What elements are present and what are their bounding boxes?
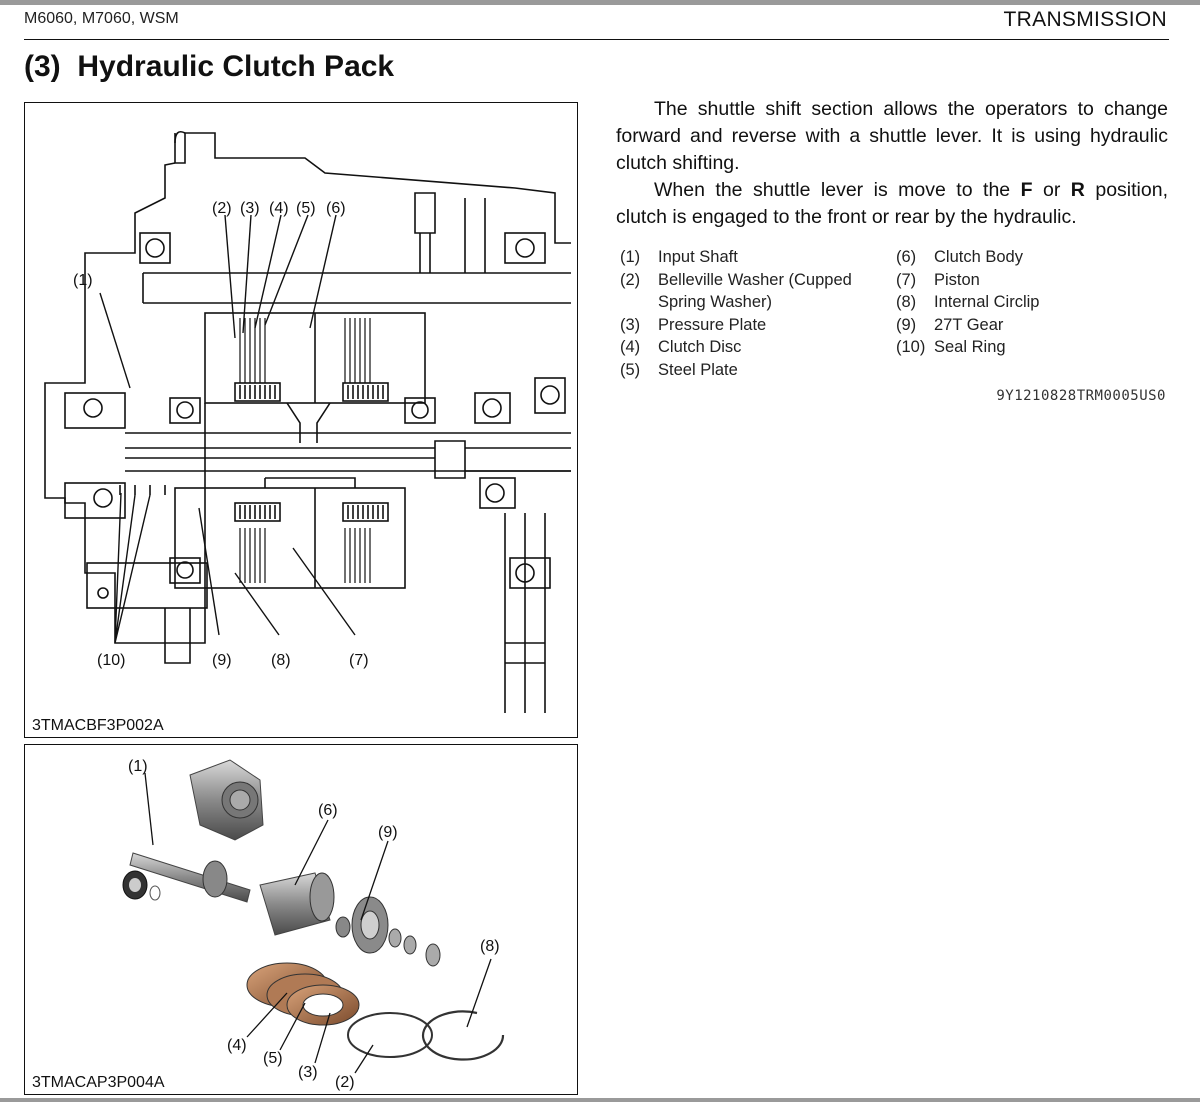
- part-number: (6): [896, 248, 917, 266]
- section-header: TRANSMISSION: [1003, 8, 1167, 31]
- fig1-callout-10: (10): [97, 652, 125, 669]
- part-item: (9) 27T Gear: [896, 314, 1166, 337]
- part-name: Input Shaft: [658, 248, 738, 266]
- fig1-callout-1: (1): [73, 272, 93, 289]
- fig2-callout-4: (4): [227, 1037, 247, 1054]
- fig1-callout-4: (4): [269, 200, 289, 217]
- part-name: Seal Ring: [934, 338, 1006, 356]
- part-item: (4) Clutch Disc: [620, 336, 885, 359]
- exploded-view-figure: (1) (6) (9) (8) (4) (5) (3) (2) 3TMACAP3…: [24, 744, 578, 1095]
- cross-section-callouts: [99, 214, 356, 644]
- intro-paragraph-2: When the shuttle lever is move to the F …: [616, 177, 1168, 231]
- cross-section-labels: (1) (2) (3) (4) (5) (6) (7) (8) (9) (10): [73, 200, 369, 669]
- fig1-callout-2: (2): [212, 200, 232, 217]
- part-item: (5) Steel Plate: [620, 359, 885, 382]
- part-number: (8): [896, 293, 917, 311]
- part-name: Clutch Body: [934, 248, 1023, 266]
- fig2-callout-3: (3): [298, 1064, 318, 1081]
- intro-p2-start: When the shuttle lever is move to the: [654, 179, 1021, 201]
- page-title: (3) Hydraulic Clutch Pack: [24, 50, 394, 84]
- intro-p2-or: or: [1032, 179, 1071, 201]
- parts-list-left: (1) Input Shaft (2) Belleville Washer (Cup…: [620, 246, 885, 381]
- document-code: 9Y1210828TRM0005US0: [996, 388, 1166, 404]
- fig2-callout-9: (9): [378, 824, 398, 841]
- exploded-view-drawing: [122, 759, 505, 1061]
- fig1-callout-9: (9): [212, 652, 232, 669]
- fig1-callout-6: (6): [326, 200, 346, 217]
- fig1-callout-7: (7): [349, 652, 369, 669]
- exploded-view-callouts: [144, 772, 492, 1074]
- fig1-callout-5: (5): [296, 200, 316, 217]
- part-name: Belleville Washer (Cupped Spring Washer): [658, 270, 852, 312]
- part-number: (7): [896, 270, 917, 289]
- top-border: [0, 0, 1200, 5]
- part-item: (8) Internal Circlip: [896, 291, 1166, 314]
- fig2-callout-8: (8): [480, 938, 500, 955]
- title-number: (3): [24, 50, 61, 83]
- part-number: (9): [896, 315, 917, 334]
- intro-paragraph-1: The shuttle shift section allows the ope…: [616, 98, 1168, 174]
- part-number: (1): [620, 248, 641, 266]
- title-text: Hydraulic Clutch Pack: [77, 50, 395, 83]
- bottom-border: [0, 1098, 1200, 1102]
- cross-section-figure: (1) (2) (3) (4) (5) (6) (7) (8) (9) (10)…: [24, 102, 578, 738]
- figure1-code: 3TMACBF3P002A: [32, 717, 168, 735]
- intro-p2-end: position, clutch is engaged to the front…: [616, 179, 1168, 228]
- fig1-callout-3: (3): [240, 200, 260, 217]
- part-name: Pressure Plate: [658, 315, 767, 334]
- part-name: 27T Gear: [934, 315, 1004, 334]
- part-item: (6) Clutch Body: [896, 246, 1166, 269]
- part-number: (2): [620, 270, 641, 289]
- header-rule: [24, 39, 1169, 40]
- part-item: (1) Input Shaft: [620, 246, 885, 269]
- part-item: (3) Pressure Plate: [620, 314, 885, 337]
- part-number: (5): [620, 360, 641, 379]
- part-number: (4): [620, 338, 641, 356]
- fig2-callout-1: (1): [128, 758, 148, 775]
- part-number: (10): [896, 338, 926, 356]
- part-item: (7) Piston: [896, 269, 1166, 292]
- part-item: (2) Belleville Washer (Cupped Spring Wash…: [620, 269, 885, 314]
- intro-p2-forward: F: [1020, 179, 1033, 201]
- part-name: Internal Circlip: [934, 293, 1040, 311]
- exploded-view-labels: (1) (6) (9) (8) (4) (5) (3) (2): [128, 758, 500, 1091]
- figure2-code: 3TMACAP3P004A: [32, 1074, 169, 1092]
- part-name: Steel Plate: [658, 360, 738, 379]
- parts-list-right: (6) Clutch Body (7) Piston (8) Internal Cir…: [896, 246, 1166, 359]
- fig2-callout-6: (6): [318, 802, 338, 819]
- intro-text: The shuttle shift section allows the ope…: [616, 96, 1168, 231]
- intro-p2-reverse: R: [1070, 179, 1085, 201]
- part-item: (10) Seal Ring: [896, 336, 1166, 359]
- manual-model-header: M6060, M7060, WSM: [24, 10, 179, 27]
- part-name: Piston: [934, 270, 980, 289]
- part-name: Clutch Disc: [658, 338, 742, 356]
- fig2-callout-2: (2): [335, 1074, 355, 1091]
- fig2-callout-5: (5): [263, 1050, 283, 1067]
- part-number: (3): [620, 315, 641, 334]
- fig1-callout-8: (8): [271, 652, 291, 669]
